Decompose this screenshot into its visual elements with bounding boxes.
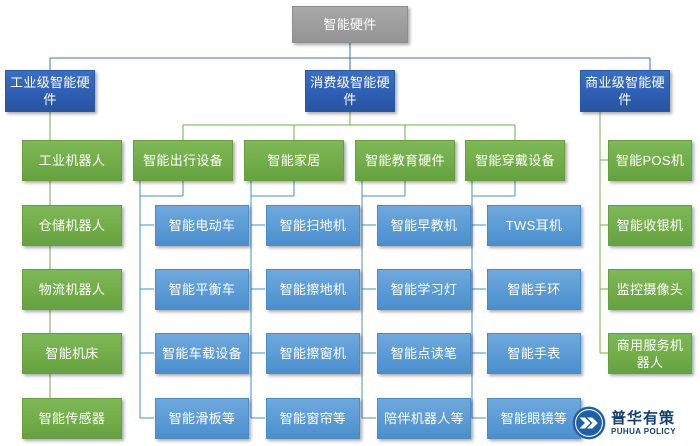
- node-smart-cash-register[interactable]: 智能收银机: [608, 205, 692, 246]
- node-smart-curtain[interactable]: 智能窗帘等: [266, 398, 360, 439]
- node-smart-balance-car[interactable]: 智能平衡车: [155, 269, 249, 310]
- node-early-education-machine[interactable]: 智能早教机: [377, 205, 471, 246]
- node-companion-robot[interactable]: 陪伴机器人等: [377, 398, 471, 439]
- brand-name-cn: 普华有策: [611, 408, 676, 427]
- node-smart-reading-pen[interactable]: 智能点读笔: [377, 333, 471, 374]
- node-window-cleaning-robot-label: 智能擦窗机: [279, 346, 347, 361]
- node-smart-pos[interactable]: 智能POS机: [608, 140, 692, 181]
- node-root[interactable]: 智能硬件: [292, 6, 408, 43]
- node-smart-education[interactable]: 智能教育硬件: [355, 140, 455, 181]
- node-smart-wearable-label: 智能穿戴设备: [475, 153, 555, 168]
- node-smart-invehicle-device[interactable]: 智能车载设备: [155, 333, 249, 374]
- node-smart-watch-label: 智能手表: [507, 346, 561, 361]
- node-logistics-robot-label: 物流机器人: [38, 282, 106, 297]
- node-early-education-machine-label: 智能早教机: [390, 218, 458, 233]
- node-consumer-grade-label: 消费级智能硬件: [310, 75, 390, 107]
- node-smart-study-lamp[interactable]: 智能学习灯: [377, 269, 471, 310]
- node-surveillance-camera-label: 监控摄像头: [616, 282, 684, 297]
- node-industrial-robot[interactable]: 工业机器人: [22, 140, 122, 181]
- node-smart-band[interactable]: 智能手环: [487, 269, 581, 310]
- node-window-cleaning-robot[interactable]: 智能擦窗机: [266, 333, 360, 374]
- node-industrial-grade-label: 工业级智能硬件: [10, 75, 90, 107]
- node-commercial-grade-label: 商业级智能硬件: [585, 75, 665, 107]
- node-commercial-grade[interactable]: 商业级智能硬件: [580, 70, 670, 112]
- node-smart-reading-pen-label: 智能点读笔: [390, 346, 458, 361]
- node-robot-vacuum[interactable]: 智能扫地机: [266, 205, 360, 246]
- node-smart-ev[interactable]: 智能电动车: [155, 205, 249, 246]
- node-smart-cash-register-label: 智能收银机: [616, 218, 684, 233]
- node-tws-earphone-label: TWS耳机: [505, 218, 563, 233]
- node-commercial-service-robot[interactable]: 商用服务机器人: [608, 333, 692, 374]
- node-smart-study-lamp-label: 智能学习灯: [390, 282, 458, 297]
- node-robot-vacuum-label: 智能扫地机: [279, 218, 347, 233]
- node-warehouse-robot-label: 仓储机器人: [38, 218, 106, 233]
- node-smart-band-label: 智能手环: [507, 282, 561, 297]
- node-smart-skateboard[interactable]: 智能滑板等: [155, 398, 249, 439]
- node-industrial-grade[interactable]: 工业级智能硬件: [5, 70, 95, 112]
- node-smart-watch[interactable]: 智能手表: [487, 333, 581, 374]
- node-surveillance-camera[interactable]: 监控摄像头: [608, 269, 692, 310]
- node-floor-mopping-robot[interactable]: 智能擦地机: [266, 269, 360, 310]
- node-smart-wearable[interactable]: 智能穿戴设备: [465, 140, 565, 181]
- node-smart-glasses-label: 智能眼镜等: [500, 411, 568, 426]
- node-smart-home[interactable]: 智能家居: [244, 140, 344, 181]
- node-smart-mobility-label: 智能出行设备: [143, 153, 223, 168]
- brand-text: 普华有策 PUHUA POLICY: [611, 410, 676, 437]
- node-smart-home-label: 智能家居: [267, 153, 321, 168]
- node-commercial-service-robot-label: 商用服务机器人: [616, 337, 684, 370]
- node-smart-education-label: 智能教育硬件: [365, 153, 445, 168]
- node-smart-machine-tool-label: 智能机床: [45, 346, 99, 361]
- node-root-label: 智能硬件: [323, 17, 377, 32]
- puhua-logo-icon: [572, 406, 606, 440]
- node-smart-skateboard-label: 智能滑板等: [168, 411, 236, 426]
- brand-logo: 普华有策 PUHUA POLICY: [572, 404, 696, 442]
- node-smart-curtain-label: 智能窗帘等: [279, 411, 347, 426]
- node-companion-robot-label: 陪伴机器人等: [384, 411, 464, 426]
- brand-name-en: PUHUA POLICY: [611, 426, 676, 436]
- node-warehouse-robot[interactable]: 仓储机器人: [22, 205, 122, 246]
- node-smart-pos-label: 智能POS机: [615, 153, 685, 168]
- node-industrial-robot-label: 工业机器人: [38, 153, 106, 168]
- node-smart-glasses[interactable]: 智能眼镜等: [487, 398, 581, 439]
- node-smart-machine-tool[interactable]: 智能机床: [22, 333, 122, 374]
- node-smart-ev-label: 智能电动车: [168, 218, 236, 233]
- node-logistics-robot[interactable]: 物流机器人: [22, 269, 122, 310]
- node-smart-mobility[interactable]: 智能出行设备: [133, 140, 233, 181]
- node-consumer-grade[interactable]: 消费级智能硬件: [305, 70, 395, 112]
- node-smart-invehicle-device-label: 智能车载设备: [162, 346, 242, 361]
- node-smart-sensor-label: 智能传感器: [38, 411, 106, 426]
- node-smart-sensor[interactable]: 智能传感器: [22, 398, 122, 439]
- node-tws-earphone[interactable]: TWS耳机: [487, 205, 581, 246]
- node-smart-balance-car-label: 智能平衡车: [168, 282, 236, 297]
- node-floor-mopping-robot-label: 智能擦地机: [279, 282, 347, 297]
